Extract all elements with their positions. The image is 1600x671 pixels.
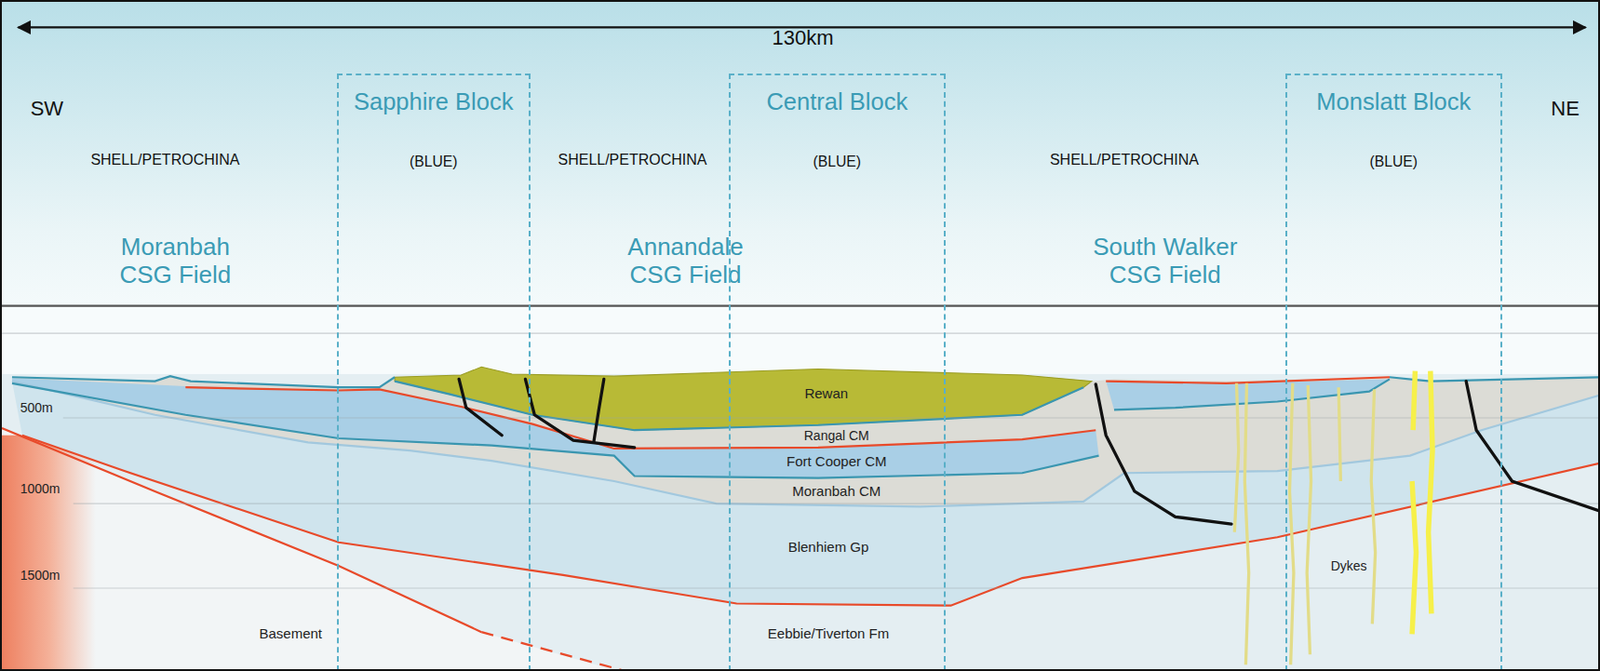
basement-line — [1, 428, 482, 632]
direction-label: SW — [30, 96, 64, 121]
depth-label: 500m — [20, 400, 54, 416]
field-label: Moranbah CSG Field — [95, 234, 255, 291]
block-boundary: Sapphire Block (BLUE) — [336, 73, 531, 671]
formation-label: Moranbah CM — [792, 483, 881, 499]
blenheim-base-line — [22, 435, 1600, 606]
block-title: Monslatt Block — [1287, 88, 1500, 116]
depth-grid — [63, 417, 1600, 589]
formation-label: Dykes — [1331, 558, 1368, 574]
basement-intrusion — [1, 435, 96, 671]
depth-label: 1500m — [20, 567, 61, 583]
field-label: Annandale CSG Field — [606, 234, 766, 291]
rewan-base-line — [394, 381, 1084, 431]
direction-label: NE — [1550, 96, 1580, 121]
block-title: Central Block — [730, 88, 945, 116]
field-label: South Walker CSG Field — [1086, 234, 1245, 291]
depth-label: 1000m — [20, 481, 61, 497]
faults — [458, 378, 1600, 525]
basement-line-inferred — [481, 631, 624, 671]
operator-label: SHELL/PETROCHINA — [90, 151, 240, 169]
dykes — [1234, 383, 1375, 665]
dykes — [1411, 371, 1433, 635]
block-title: Sapphire Block — [338, 88, 529, 116]
frame-line — [1, 333, 1600, 335]
rangal-line — [1105, 376, 1390, 384]
rewan-layer — [394, 366, 1092, 431]
operator-label: SHELL/PETROCHINA — [557, 151, 707, 169]
moranbah-layer — [12, 371, 1600, 508]
formation-label: Blenhiem Gp — [788, 539, 870, 556]
formation-label: Fort Cooper CM — [786, 454, 888, 471]
fort-cooper-base-line — [12, 383, 1100, 479]
frame-line — [1, 304, 1600, 307]
block-boundary: Monslatt Block (BLUE) — [1285, 73, 1502, 671]
fort-cooper-base-line — [1114, 378, 1390, 410]
section-ground — [1, 306, 1600, 671]
header-band — [1, 1, 1600, 307]
formation-label: Rewan — [804, 385, 848, 402]
block-boundary: Central Block (BLUE) — [728, 73, 947, 671]
block-note: (BLUE) — [1287, 153, 1500, 171]
formation-label: Eebbie/Tiverton Fm — [767, 626, 889, 643]
block-note: (BLUE) — [730, 153, 945, 171]
block-note: (BLUE) — [338, 153, 529, 171]
formation-label: Rangal CM — [804, 428, 870, 444]
surface-line — [1389, 376, 1600, 381]
formation-label: Basement — [258, 626, 323, 643]
moranbah-base-line — [12, 381, 1600, 508]
scale-label: 130km — [772, 26, 834, 51]
operator-label: SHELL/PETROCHINA — [1049, 151, 1199, 169]
